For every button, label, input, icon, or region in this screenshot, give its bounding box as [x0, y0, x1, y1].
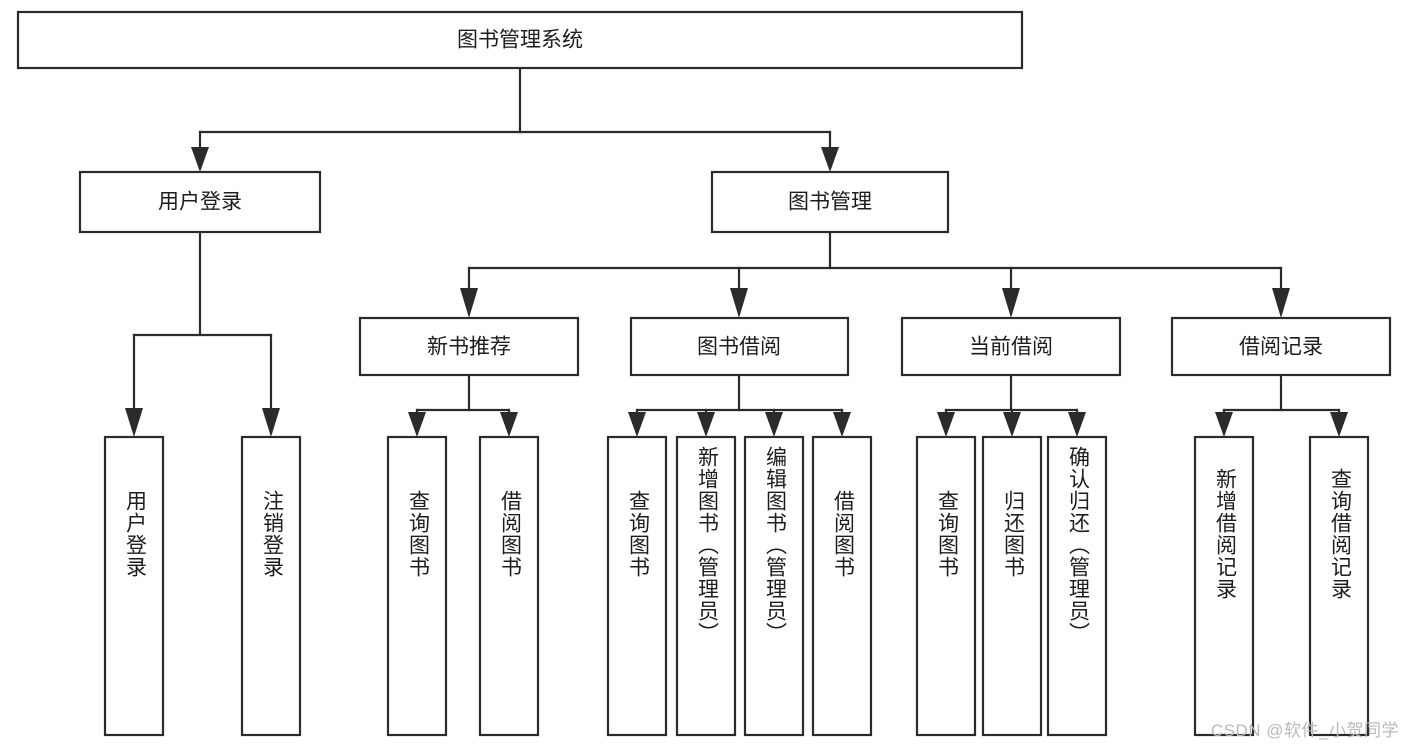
arrow-head-icon: [730, 288, 748, 318]
node-label-leaf-borrow-book-2: 借阅图书: [831, 490, 855, 578]
node-box[interactable]: [78, 170, 322, 234]
node-box[interactable]: [900, 316, 1122, 377]
arrow-head-icon: [765, 412, 783, 437]
node-leaf-query-book-2[interactable]: 查询图书: [606, 435, 668, 737]
arrow-head-icon: [500, 412, 518, 437]
node-newbook[interactable]: 新书推荐: [358, 316, 580, 377]
node-label-root: 图书管理系统: [457, 29, 583, 52]
node-box[interactable]: [1170, 316, 1392, 377]
node-label-leaf-borrow-book-1: 借阅图书: [498, 490, 522, 578]
arrow-head-icon: [262, 408, 280, 437]
node-leaf-borrow-book-2[interactable]: 借阅图书: [811, 435, 873, 737]
node-leaf-user-login[interactable]: 用户登录: [103, 435, 165, 737]
arrow-head-icon: [1002, 288, 1020, 318]
node-label-newbook: 新书推荐: [427, 336, 511, 359]
node-label-leaf-add-book: 新增图书（管理员）: [695, 446, 719, 644]
node-leaf-user-logout[interactable]: 注销登录: [240, 435, 302, 737]
node-label-leaf-query-book-3: 查询图书: [935, 490, 959, 578]
node-box[interactable]: [358, 316, 580, 377]
node-leaf-query-record[interactable]: 查询借阅记录: [1308, 435, 1370, 737]
node-label-leaf-query-book-2: 查询图书: [626, 490, 650, 578]
arrow-head-icon: [408, 412, 426, 437]
node-label-login: 用户登录: [158, 191, 242, 214]
node-label-leaf-query-book-1: 查询图书: [406, 490, 430, 578]
arrow-head-icon: [628, 412, 646, 437]
node-box[interactable]: [606, 435, 668, 737]
arrow-head-icon: [1068, 412, 1086, 437]
node-leaf-query-book-3[interactable]: 查询图书: [915, 435, 977, 737]
watermark: CSDN @软件_小贺同学: [1210, 721, 1399, 740]
node-box[interactable]: [675, 435, 737, 737]
node-label-leaf-user-logout: 注销登录: [260, 490, 284, 578]
node-current[interactable]: 当前借阅: [900, 316, 1122, 377]
node-box[interactable]: [981, 435, 1043, 737]
arrow-head-icon: [821, 147, 839, 172]
node-leaf-add-book[interactable]: 新增图书（管理员）: [675, 435, 737, 737]
connector-layer: [125, 66, 1348, 437]
node-bookmgmt[interactable]: 图书管理: [710, 170, 950, 234]
node-box[interactable]: [103, 435, 165, 737]
node-box[interactable]: [478, 435, 540, 737]
node-label-borrow: 图书借阅: [697, 336, 781, 359]
arrow-head-icon: [937, 412, 955, 437]
node-label-leaf-user-login: 用户登录: [123, 490, 147, 578]
node-label-leaf-edit-book: 编辑图书（管理员）: [763, 446, 787, 644]
arrow-head-icon: [1215, 412, 1233, 437]
node-label-leaf-query-record: 查询借阅记录: [1328, 468, 1352, 600]
node-label-record: 借阅记录: [1239, 336, 1323, 359]
arrow-head-icon: [125, 408, 143, 437]
arrow-head-icon: [460, 288, 478, 318]
node-login[interactable]: 用户登录: [78, 170, 322, 234]
node-leaf-confirm-return[interactable]: 确认归还（管理员）: [1046, 435, 1108, 737]
node-leaf-query-book-1[interactable]: 查询图书: [386, 435, 448, 737]
node-label-current: 当前借阅: [969, 336, 1053, 359]
arrow-head-icon: [833, 412, 851, 437]
arrow-head-icon: [191, 147, 209, 172]
node-box[interactable]: [1308, 435, 1370, 737]
node-box[interactable]: [629, 316, 850, 377]
node-root[interactable]: 图书管理系统: [16, 10, 1024, 70]
node-record[interactable]: 借阅记录: [1170, 316, 1392, 377]
node-box[interactable]: [915, 435, 977, 737]
node-box[interactable]: [16, 10, 1024, 70]
node-leaf-return-book[interactable]: 归还图书: [981, 435, 1043, 737]
arrow-head-icon: [1272, 288, 1290, 318]
node-box[interactable]: [811, 435, 873, 737]
node-leaf-edit-book[interactable]: 编辑图书（管理员）: [743, 435, 805, 737]
node-box[interactable]: [240, 435, 302, 737]
node-borrow[interactable]: 图书借阅: [629, 316, 850, 377]
node-label-bookmgmt: 图书管理: [788, 191, 872, 214]
node-box[interactable]: [710, 170, 950, 234]
node-box[interactable]: [1193, 435, 1255, 737]
node-leaf-add-record[interactable]: 新增借阅记录: [1193, 435, 1255, 737]
arrow-head-icon: [1003, 412, 1021, 437]
node-box[interactable]: [1046, 435, 1108, 737]
node-label-leaf-return-book: 归还图书: [1001, 490, 1025, 578]
arrow-head-icon: [1330, 412, 1348, 437]
node-label-leaf-confirm-return: 确认归还（管理员）: [1066, 446, 1090, 644]
node-label-leaf-add-record: 新增借阅记录: [1213, 468, 1237, 600]
node-box[interactable]: [743, 435, 805, 737]
node-box[interactable]: [386, 435, 448, 737]
node-leaf-borrow-book-1[interactable]: 借阅图书: [478, 435, 540, 737]
arrow-head-icon: [697, 412, 715, 437]
